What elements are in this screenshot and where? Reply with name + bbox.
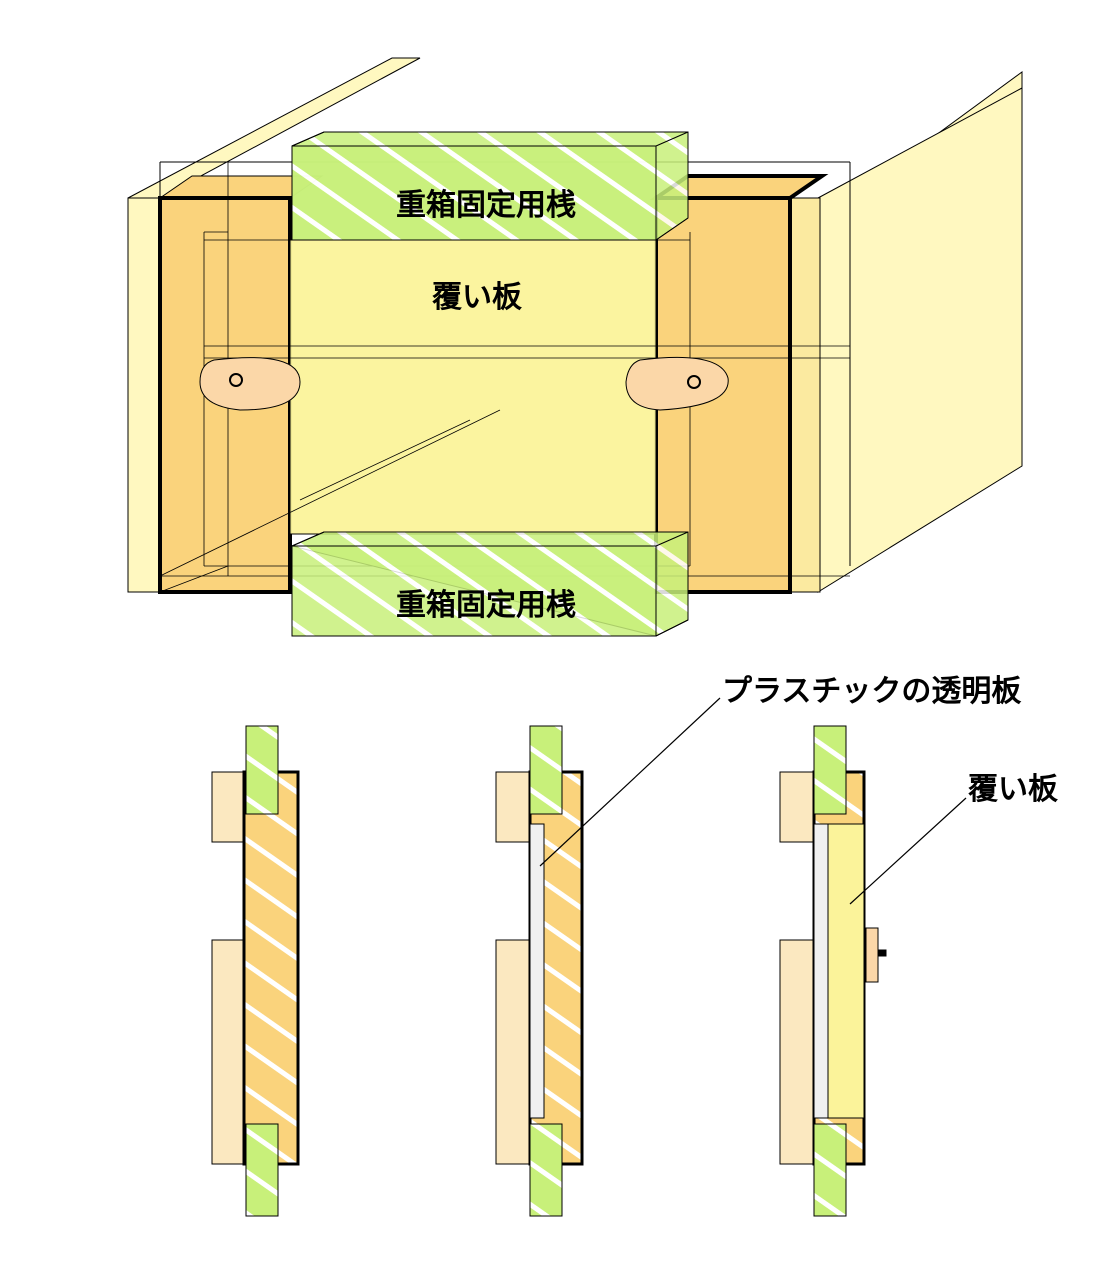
right-knob-screw-icon [687,375,701,389]
left-end-board [127,197,161,593]
top-batten-lower-label: 重箱固定用桟 [396,588,576,623]
plastic-plate-leader [539,697,721,867]
right-end-board [789,197,821,593]
section-views [211,697,967,1217]
knob-section [865,927,879,983]
cover-board [289,239,657,535]
section-3 [779,725,887,1217]
left-knob-screw-icon [229,373,243,387]
isometric-view [127,57,1023,637]
plastic-plate [529,823,545,1119]
cover-board-side-label: 覆い板 [968,772,1058,807]
cover-board-leader [849,797,967,905]
left-knob [199,357,301,411]
top-batten-upper-label: 重箱固定用桟 [396,188,576,223]
top-batten-face [291,145,657,241]
cover-board-section [827,823,865,1119]
section-2 [495,725,584,1217]
plastic-plate-label: プラスチックの透明板 [722,674,1022,709]
right-knob [625,356,729,411]
right-side-board-face [817,87,1023,593]
section-1 [211,725,300,1217]
bottom-batten-face [291,545,657,637]
cover-board-upper-label: 覆い板 [432,280,522,315]
